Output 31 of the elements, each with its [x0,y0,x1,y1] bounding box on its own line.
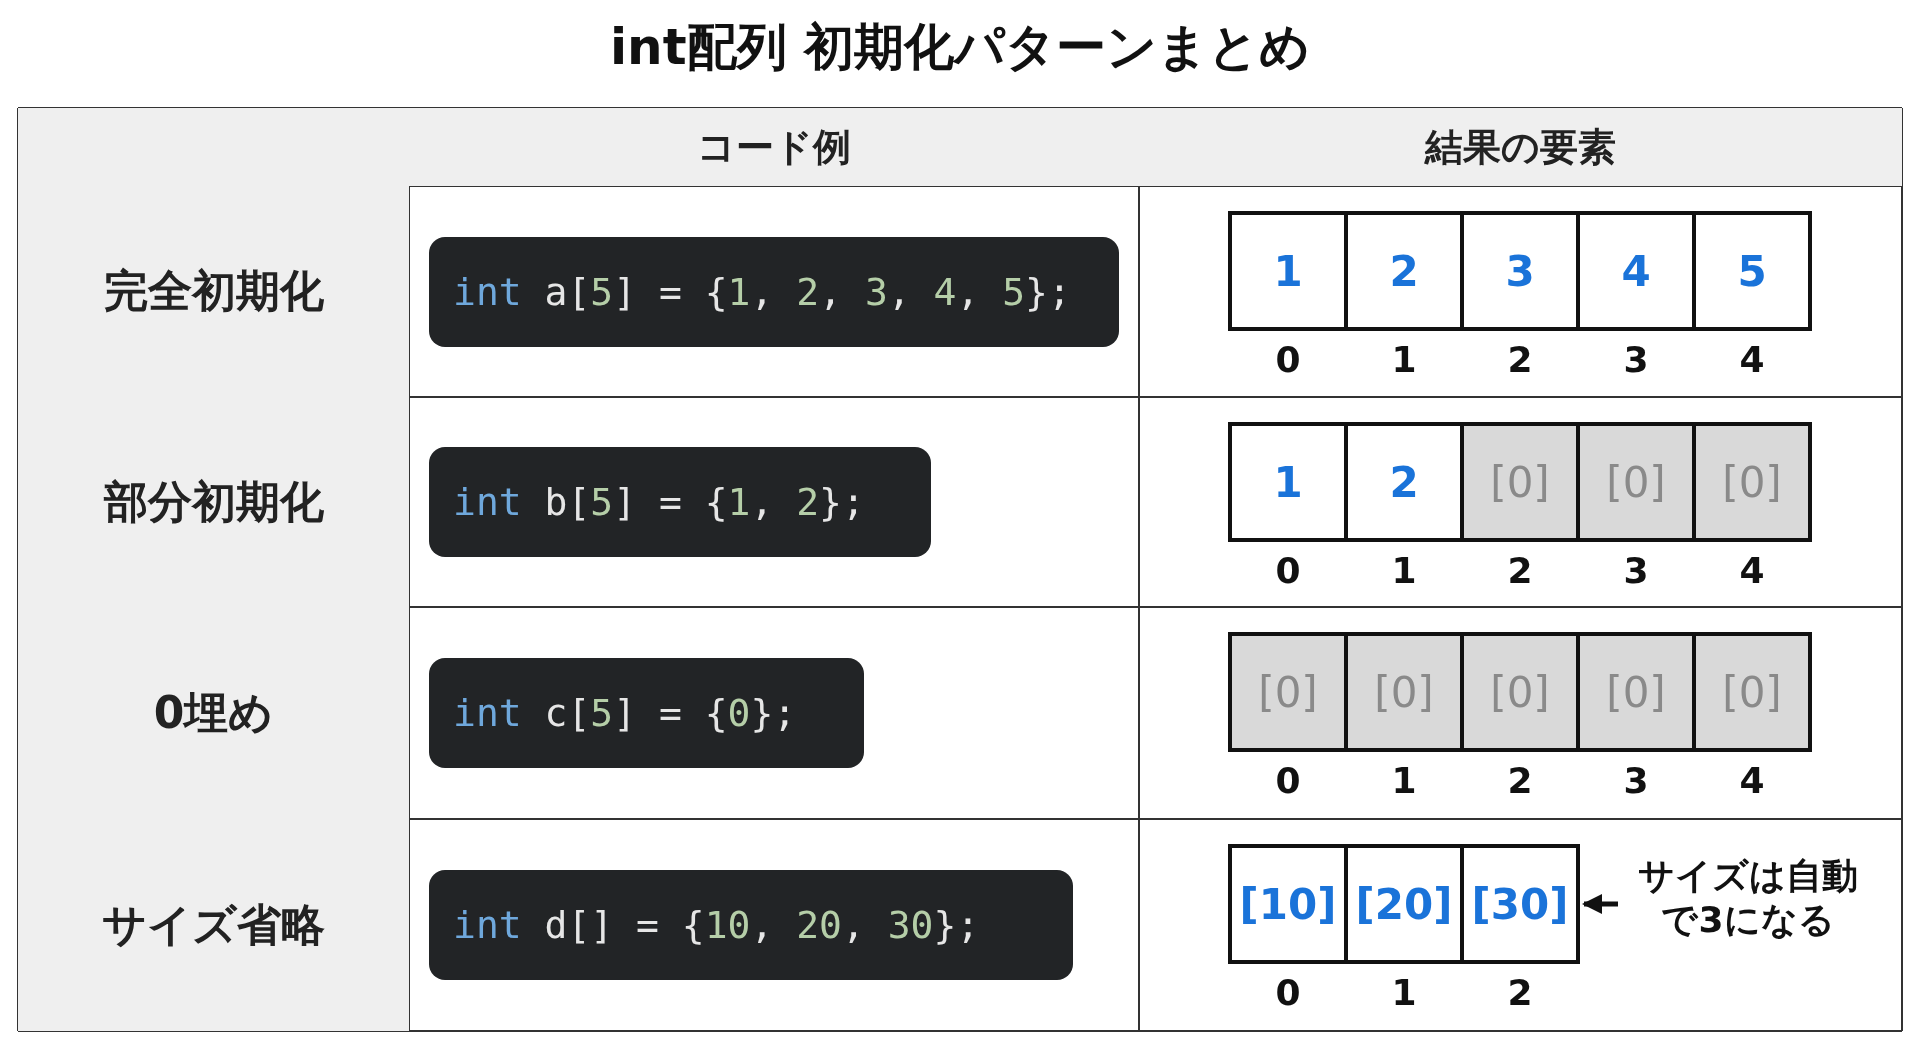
index-number: 3 [1622,760,1650,803]
table-header-cell: 結果の要素 [1139,108,1902,186]
row-label-cell: 部分初期化 [18,397,409,607]
index-number: 2 [1506,760,1534,803]
code-block: int b[5] = {1, 2}; [429,447,931,557]
index-number: 1 [1390,760,1418,803]
index-number: 4 [1738,339,1766,382]
index-number: 2 [1506,550,1534,593]
index-number: 1 [1390,550,1418,593]
index-number: 3 [1622,550,1650,593]
index-number: 3 [1622,339,1650,382]
row-label-cell: 完全初期化 [18,186,409,397]
title: int配列 初期化パターンまとめ [608,17,1311,78]
index-number: 1 [1390,339,1418,382]
index-number: 1 [1390,972,1418,1015]
index-number: 4 [1738,760,1766,803]
row-label-cell: サイズ省略 [18,819,409,1031]
index-number: 2 [1506,339,1534,382]
index-number: 4 [1738,550,1766,593]
arrow [1582,894,1618,914]
index-number: 0 [1274,760,1302,803]
note-text: サイズは自動で3になる [1618,854,1878,954]
index-number: 2 [1506,972,1534,1015]
index-number: 0 [1274,550,1302,593]
index-number: 0 [1274,339,1302,382]
code-block: int a[5] = {1, 2, 3, 4, 5}; [429,236,1119,347]
code-block: int d[] = {10, 20, 30}; [429,870,1073,980]
row-label-cell: 0埋め [18,607,409,819]
index-number: 0 [1274,972,1302,1015]
code-block: int c[5] = {0}; [429,658,864,768]
table-header-cell: コード例 [409,108,1139,186]
